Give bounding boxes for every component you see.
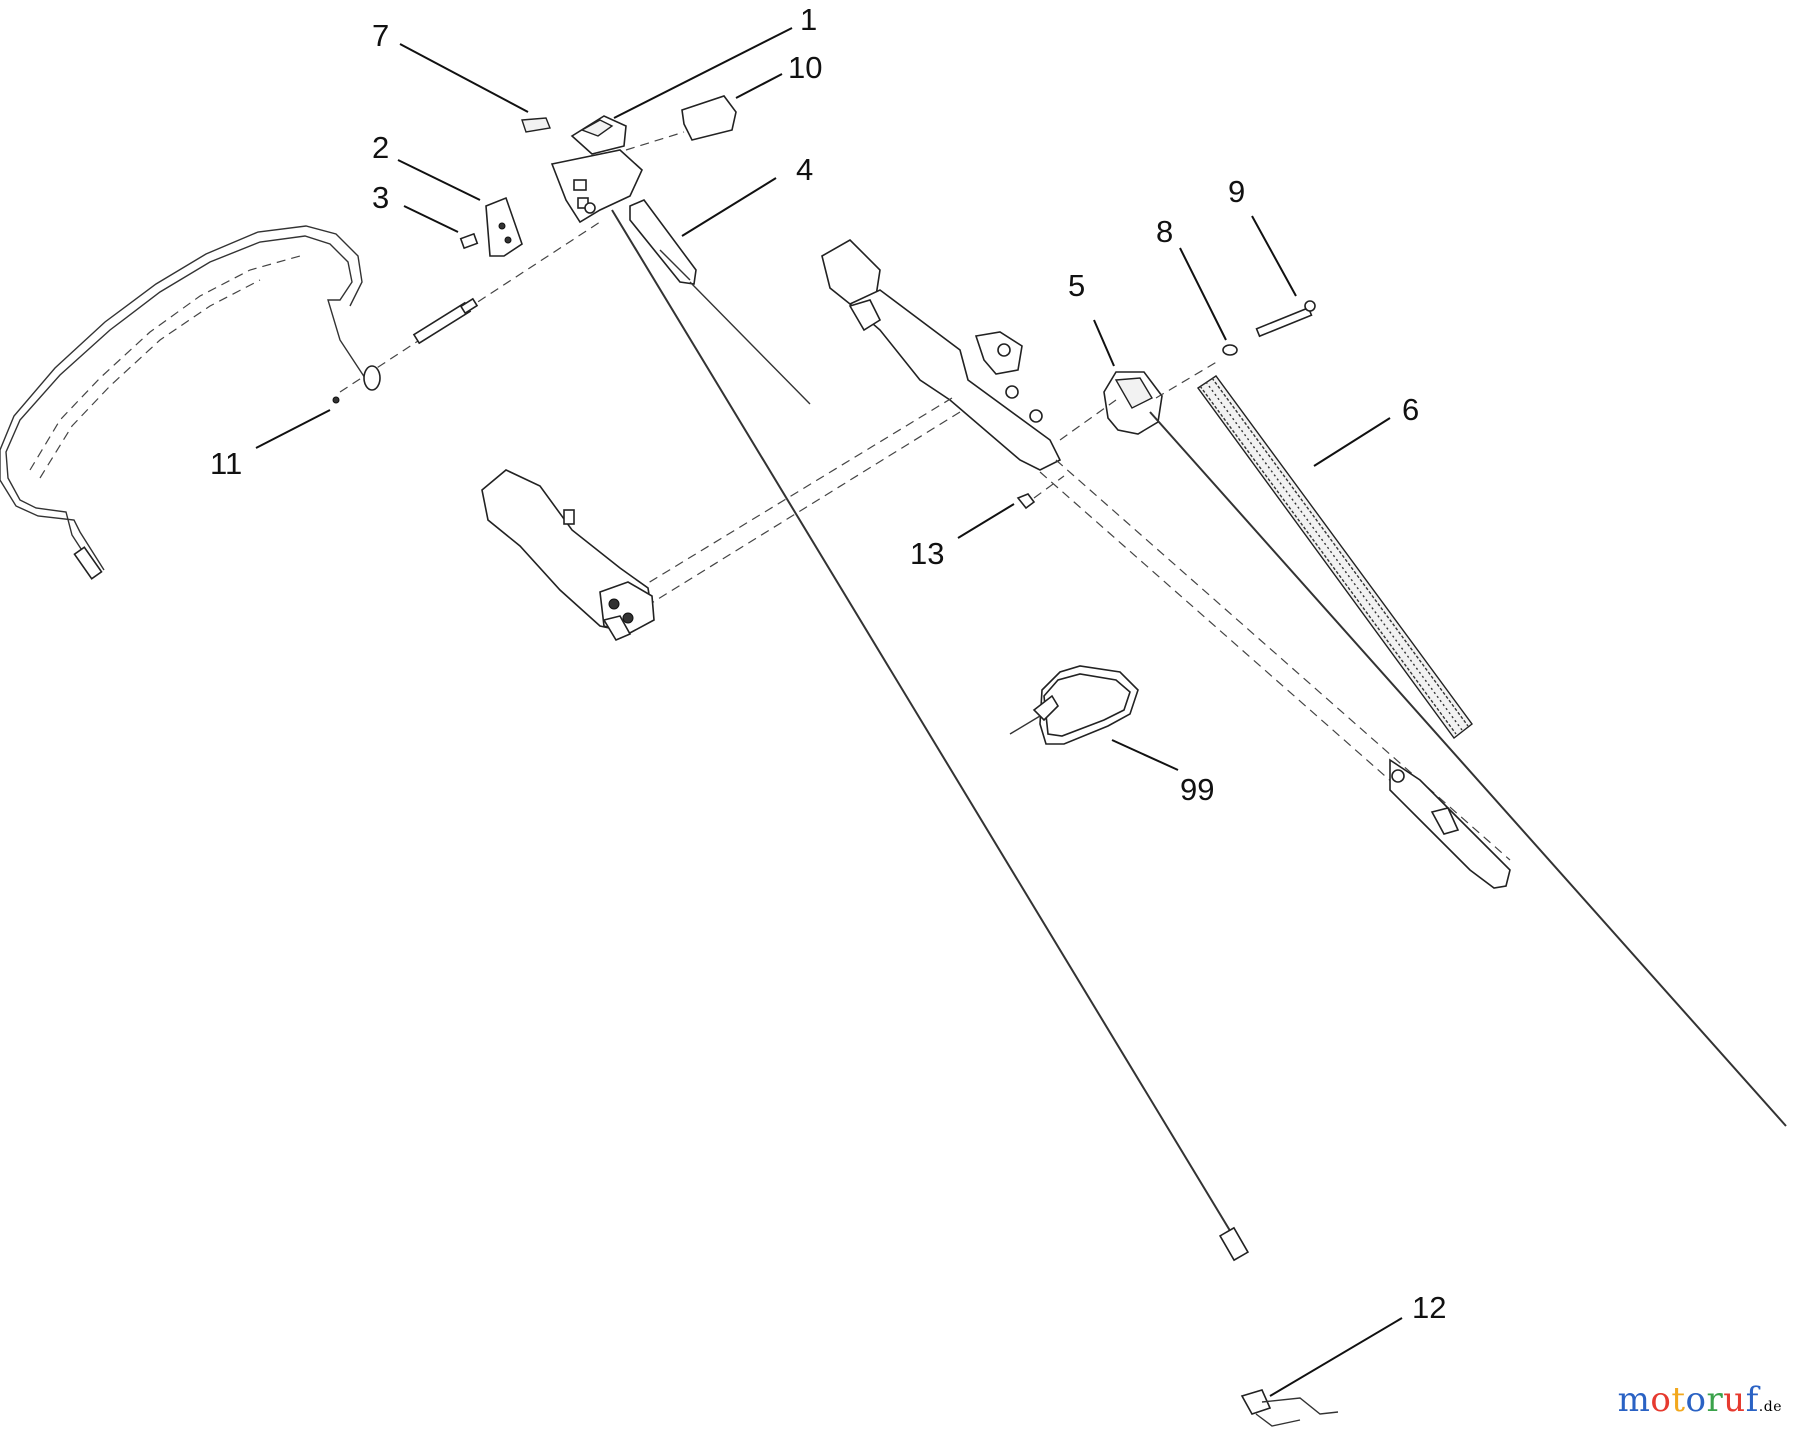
callout-13: 13 <box>910 536 944 571</box>
bail-bar <box>0 225 366 580</box>
watermark-text: motoruf <box>1617 1380 1759 1420</box>
callout-99: 99 <box>1180 772 1214 807</box>
cable-guide <box>1059 359 1787 1127</box>
upper-handle-left <box>481 469 655 642</box>
cable-tie <box>1009 665 1139 745</box>
decal-part <box>521 117 551 133</box>
cross-bar <box>629 397 961 605</box>
control-housing <box>550 115 643 224</box>
callout-11: 11 <box>210 446 242 481</box>
bracket-part <box>459 196 523 257</box>
nut-part <box>1016 475 1065 510</box>
callout-10: 10 <box>788 50 822 85</box>
callout-3: 3 <box>372 180 389 215</box>
callout-2: 2 <box>372 130 389 165</box>
handle-tube <box>1039 459 1511 889</box>
spring-tube <box>1197 375 1473 739</box>
callout-5: 5 <box>1068 268 1085 303</box>
callout-labels: 1 2 3 4 5 6 7 8 9 10 11 12 13 99 <box>210 2 1446 1325</box>
callout-6: 6 <box>1402 392 1419 427</box>
drive-lever <box>629 199 811 405</box>
callout-4: 4 <box>796 152 813 187</box>
bolt-and-washer <box>1222 300 1316 356</box>
callout-9: 9 <box>1228 174 1245 209</box>
callout-12: 12 <box>1412 1290 1446 1325</box>
callout-8: 8 <box>1156 214 1173 249</box>
upper-handle-right <box>821 239 1062 471</box>
leader-lines <box>255 27 1403 1397</box>
callout-1: 1 <box>800 2 817 37</box>
control-cable <box>611 209 1250 1262</box>
cable-end-part <box>1240 1389 1339 1427</box>
watermark-logo: motoruf.de <box>1618 1380 1782 1420</box>
cover-part <box>625 95 737 151</box>
pivot-pin <box>332 221 601 404</box>
watermark-suffix: .de <box>1758 1399 1782 1415</box>
callout-7: 7 <box>372 18 389 53</box>
